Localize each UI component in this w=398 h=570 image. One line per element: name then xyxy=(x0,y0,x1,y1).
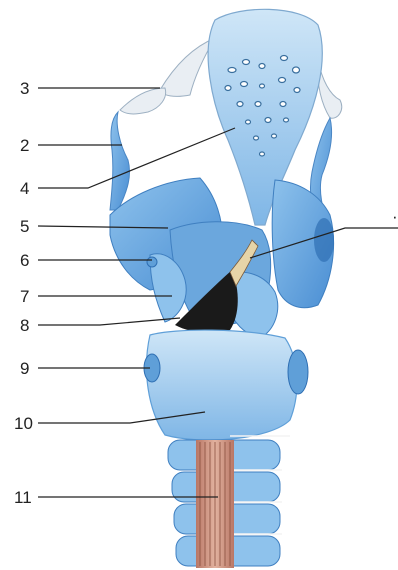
label-6: 6 xyxy=(20,251,29,270)
label-7: 7 xyxy=(20,287,29,306)
label-4: 4 xyxy=(20,179,29,198)
label-2: 2 xyxy=(20,136,29,155)
cricoid-cartilage xyxy=(146,330,296,440)
thyroid-foramen xyxy=(314,218,334,262)
label-1: · xyxy=(392,207,398,226)
cricoarytenoid-joint-right xyxy=(288,350,308,394)
hyoid-bone-left-body xyxy=(120,88,166,114)
label-9: 9 xyxy=(20,359,29,378)
hyoid-bone-left-horn xyxy=(160,38,215,96)
label-8: 8 xyxy=(20,316,29,335)
label-5: 5 xyxy=(20,217,29,236)
corniculate-tubercle xyxy=(147,257,157,267)
label-3: 3 xyxy=(20,79,29,98)
label-11: 11 xyxy=(14,488,32,507)
label-10: 10 xyxy=(14,414,33,433)
superior-horn-left xyxy=(110,112,130,210)
